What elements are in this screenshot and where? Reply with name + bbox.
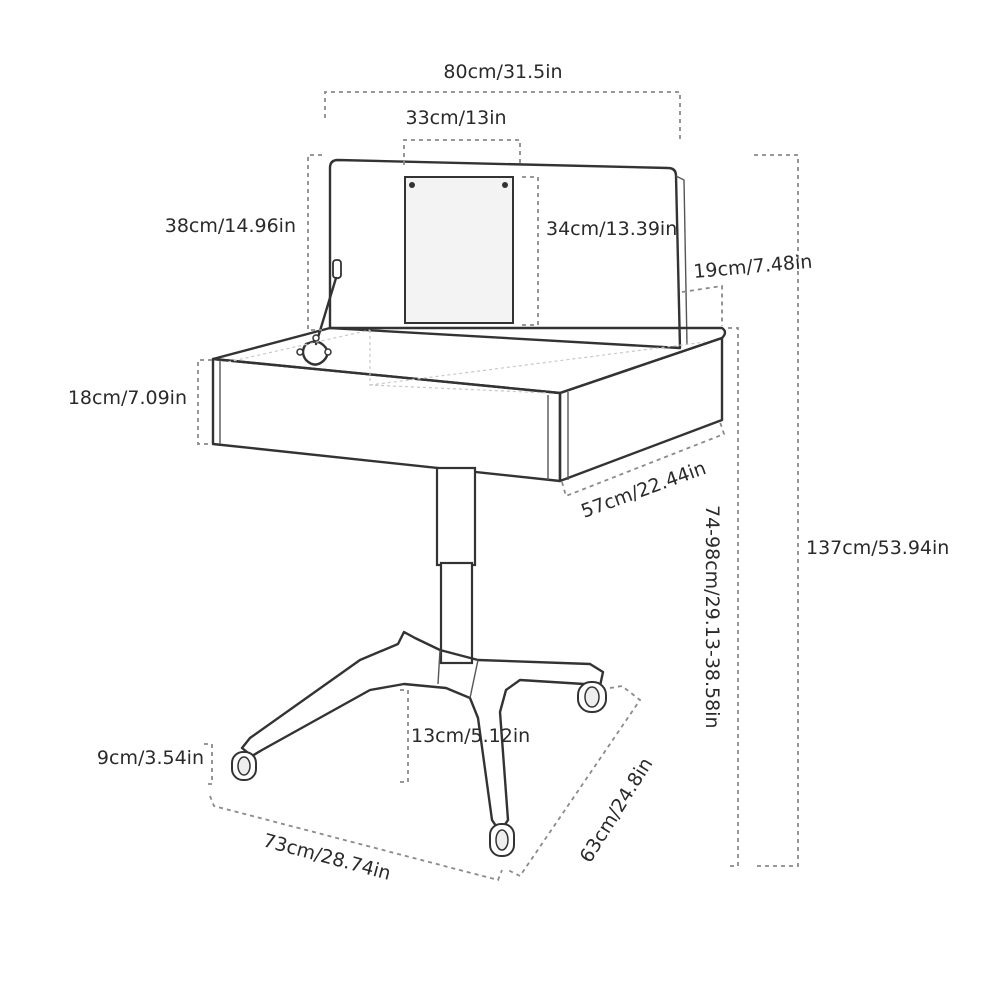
desk-drawer-box [211,326,727,483]
caster-right [577,681,607,713]
caster-front [489,823,515,857]
label-mirror-width: 33cm/13in [405,107,506,129]
label-base-height: 13cm/5.12in [411,725,530,747]
label-desk-height: 74-98cm/29.13-38.58in [701,505,723,729]
dimension-lines [197,91,799,882]
label-drawer-height: 18cm/7.09in [68,387,187,409]
label-total-height: 137cm/53.94in [806,537,949,559]
mirror [404,176,514,324]
lid-support-strut [296,259,342,366]
flip-lid-panel [328,158,688,350]
label-lid-height: 38cm/14.96in [165,215,296,237]
gas-lift-column [435,466,477,665]
caster-wheels [231,681,607,857]
label-top-width: 80cm/31.5in [443,61,562,83]
label-base-width: 73cm/28.74in [261,830,393,885]
label-mirror-height: 34cm/13.39in [546,218,677,240]
label-base-depth: 63cm/24.8in [576,754,658,867]
label-lid-depth: 19cm/7.48in [693,251,814,283]
label-caster-height: 9cm/3.54in [97,747,204,769]
caster-left [231,751,257,781]
